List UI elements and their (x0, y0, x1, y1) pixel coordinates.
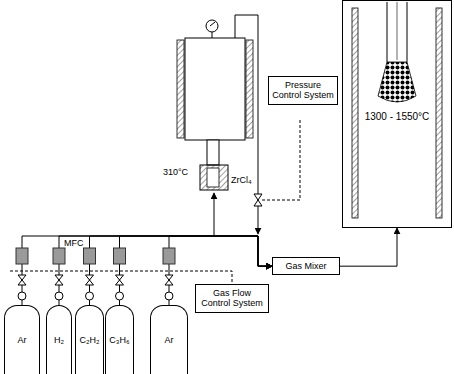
reactor-tube (387, 2, 388, 62)
shutoff-valve (86, 275, 94, 285)
gauge-stem (212, 32, 213, 38)
control-signal-line (262, 120, 300, 200)
regulator-gauge (86, 292, 94, 300)
node-text: Ar (165, 335, 174, 345)
regulator-gauge (55, 292, 63, 300)
node-text: Pressure Control System (272, 80, 334, 101)
mass-flow-controller (16, 248, 28, 264)
sublimator-vessel (185, 38, 245, 140)
particle-bed (378, 62, 416, 102)
shutoff-valve (18, 275, 26, 285)
zrcl4-crucible (207, 168, 219, 187)
reactor-furnace: 1300 - 1550°C (342, 0, 452, 228)
regulator-gauge (18, 292, 26, 300)
node-text: Ar (18, 335, 27, 345)
heater-element (352, 8, 358, 218)
mass-flow-controller (53, 248, 65, 264)
control-signal-line (10, 271, 232, 284)
pressure-gauge (206, 20, 218, 32)
shutoff-valve (165, 275, 173, 285)
node-text: 1300 - 1550°C (343, 111, 451, 122)
mixer-box: Gas Mixer (272, 257, 340, 275)
carrier-feed-line (214, 193, 215, 236)
vessel-neck (207, 140, 219, 165)
control-box: Pressure Control System (268, 76, 338, 105)
component-label: MFC (64, 239, 84, 249)
gas-line (340, 228, 397, 266)
mfc-set (16, 248, 175, 300)
heater-element (246, 40, 253, 138)
mass-flow-controller (84, 248, 96, 264)
gauge-needle (210, 22, 215, 26)
gas-cylinder: C₂H₂ (75, 305, 104, 374)
mass-flow-controller (114, 248, 126, 264)
node-text: H₂ (54, 335, 64, 345)
temperature-label: 310°C (163, 168, 188, 178)
reactor-tube-axis (397, 2, 398, 60)
gas-cylinder: Ar (150, 305, 188, 374)
control-valve (254, 200, 262, 206)
shutoff-valve (55, 275, 63, 285)
node-text: Gas Mixer (285, 261, 326, 271)
regulator-gauge (116, 292, 124, 300)
heater-element (436, 8, 442, 218)
node-text: C₃H₆ (109, 335, 129, 345)
gas-cylinder: Ar (4, 305, 40, 374)
regulator-gauge (165, 292, 173, 300)
reactor-tube (407, 2, 408, 62)
gas-cylinder: H₂ (46, 305, 72, 374)
chemical-label: ZrCl₄ (231, 176, 252, 186)
node-text: C₂H₂ (80, 335, 100, 345)
heater-element (177, 40, 184, 138)
zrcl4-heater (200, 165, 228, 190)
mass-flow-controller (163, 248, 175, 264)
vapour-outlet-line (235, 15, 258, 234)
shutoff-valve (116, 275, 124, 285)
control-box: Gas Flow Control System (195, 284, 269, 313)
node-text: Gas Flow Control System (199, 288, 265, 309)
gas-cylinder: C₃H₆ (105, 305, 134, 374)
